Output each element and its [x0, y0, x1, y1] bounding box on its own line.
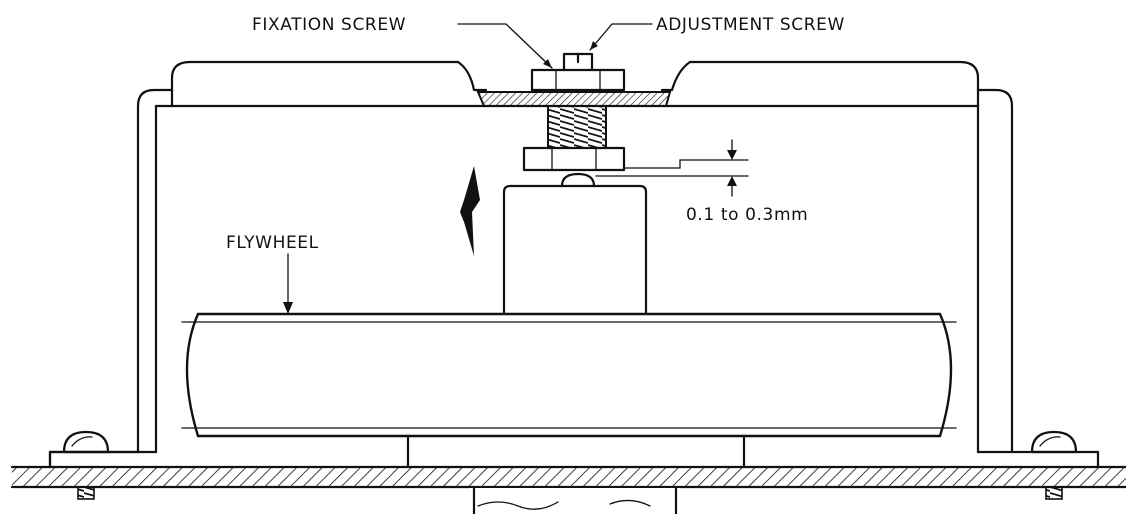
adjustment-screw-leader: ADJUSTMENT SCREW — [589, 15, 845, 51]
adjustment-screw-assembly — [522, 52, 626, 188]
central-hub — [502, 184, 648, 316]
adjustment-screw-label: ADJUSTMENT SCREW — [656, 15, 845, 35]
cover-cutaway — [456, 60, 692, 107]
mounting-screw-right — [1030, 430, 1078, 500]
motion-arrow — [460, 166, 480, 256]
clearance-label: 0.1 to 0.3mm — [686, 205, 808, 225]
mounting-screw-left — [62, 430, 110, 500]
fixation-screw-leader: FIXATION SCREW — [252, 15, 553, 69]
fixation-screw-label: FIXATION SCREW — [252, 15, 406, 35]
clearance-dimension: 0.1 to 0.3mm — [595, 139, 808, 225]
flywheel-leader: FLYWHEEL — [226, 233, 319, 314]
flywheel-label: FLYWHEEL — [226, 233, 319, 253]
base-plate — [10, 465, 1126, 514]
bottom-hub — [406, 434, 746, 469]
flywheel — [181, 312, 957, 438]
